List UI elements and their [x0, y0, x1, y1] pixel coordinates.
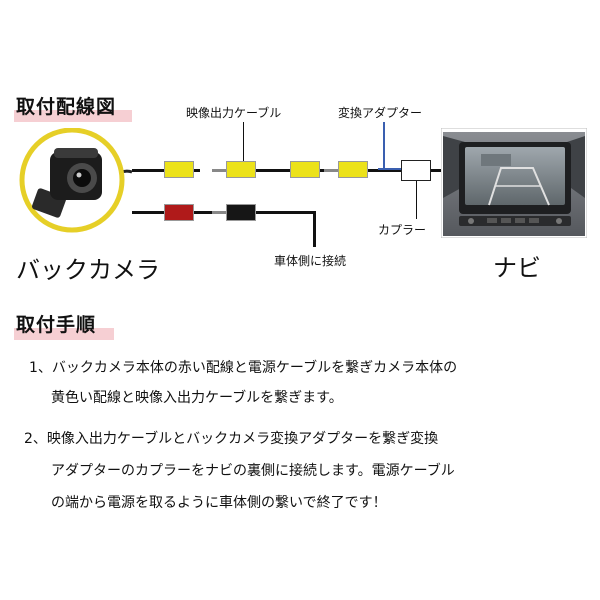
vehicle-side-label: 車体側に接続 [274, 254, 347, 268]
step-1: 1、バックカメラ本体の赤い配線と電源ケーブルを繋ぎカメラ本体の 黄色い配線と映像… [29, 353, 589, 417]
adapter-connector [338, 161, 368, 178]
step-2: 2、映像入出力ケーブルとバックカメラ変換アダプターを繋ぎ変換 アダプターのカプラ… [24, 424, 590, 520]
coupler-pointer [416, 181, 417, 219]
power-cable-drop [313, 211, 316, 247]
power-cable-connector [226, 204, 256, 221]
navi-screen [465, 147, 565, 205]
connector-gap-1 [212, 169, 226, 172]
power-cable-wire [256, 211, 316, 214]
step-2-line-3: の端から電源を取るように車体側の繋いで終了です！ [51, 495, 387, 511]
step-1-line-1: 1、バックカメラ本体の赤い配線と電源ケーブルを繋ぎカメラ本体の [29, 360, 458, 376]
step-1-line-2: 黄色い配線と映像入出力ケーブルを繋ぎます。 [51, 390, 343, 406]
procedure-heading: 取付手順 [14, 310, 114, 340]
navi-car-shape [481, 154, 511, 166]
video-cable-connector-a [226, 161, 256, 178]
video-cable-connector-b [290, 161, 320, 178]
camera-yellow-connector [164, 161, 194, 178]
adapter-pointer [383, 122, 385, 169]
navi-label: ナビ [493, 254, 541, 282]
camera-label: バックカメラ [16, 256, 160, 284]
step-2-line-2: アダプターのカプラーをナビの裏側に接続します。電源ケーブル [51, 463, 455, 479]
heading-highlight [14, 328, 114, 340]
heading-highlight [14, 110, 132, 122]
adapter-label: 変換アダプター [338, 106, 423, 120]
connector-gap-3 [212, 211, 226, 214]
camera-red-connector [164, 204, 194, 221]
navi-vent-right [567, 136, 585, 198]
back-camera-illustration [19, 128, 133, 233]
navi-wire [431, 169, 441, 172]
connector-gap-2 [324, 169, 338, 172]
step-2-line-1: 2、映像入出力ケーブルとバックカメラ変換アダプターを繋ぎ変換 [24, 431, 439, 447]
video-cable-label: 映像出力ケーブル [186, 106, 282, 120]
video-cable-pointer [243, 122, 244, 161]
camera-lens [73, 169, 91, 187]
wiring-diagram-heading: 取付配線図 [14, 92, 132, 122]
coupler-box [401, 160, 431, 181]
adapter-wire [368, 169, 402, 172]
camera-top [54, 148, 98, 158]
navigation-unit-photo [441, 128, 587, 238]
coupler-label: カプラー [378, 223, 427, 237]
video-cable-wire [226, 169, 336, 172]
camera-lens-glint [76, 172, 82, 178]
adapter-wire-stripe [378, 168, 402, 170]
